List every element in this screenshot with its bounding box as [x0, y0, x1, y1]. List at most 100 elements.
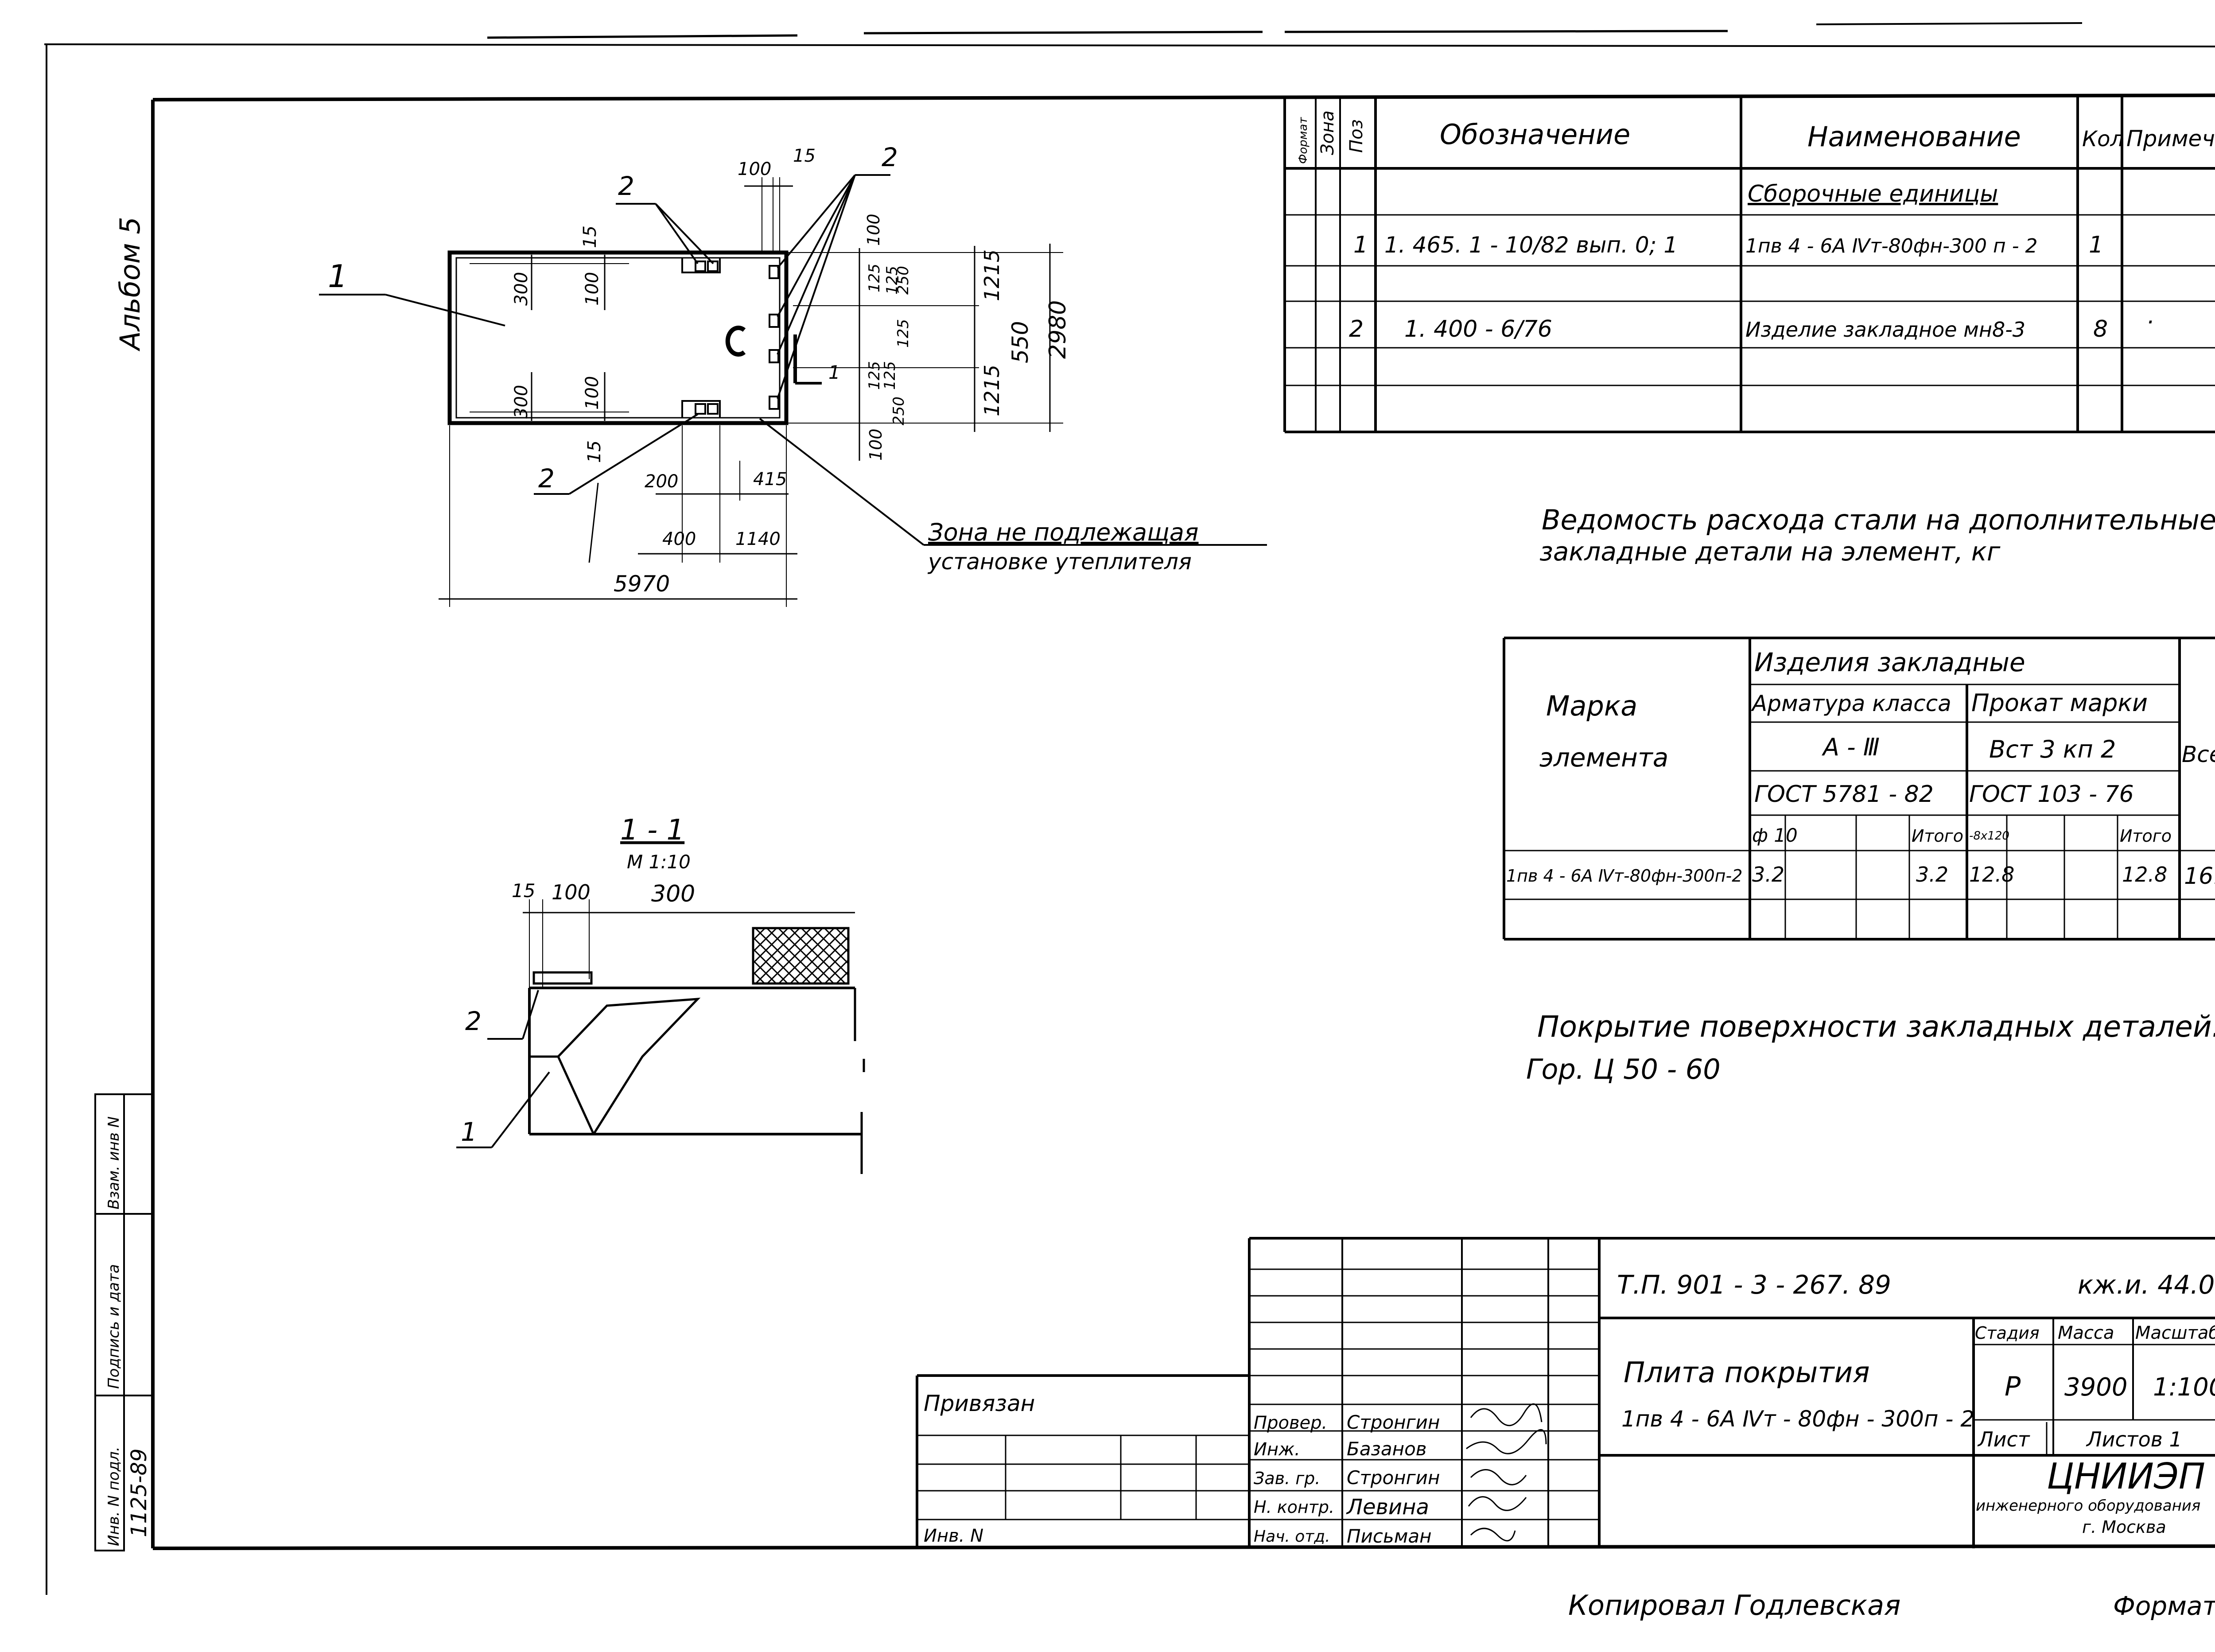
spec-row-designation: 1. 400 - 6/76: [1404, 316, 1552, 342]
album-label: Альбом 5: [114, 217, 146, 352]
plan-dim-300-b: 300: [511, 385, 532, 419]
plan-dim-r250-a: 250: [894, 266, 912, 295]
spec-header-zone: Зона: [1317, 110, 1338, 155]
plan-dim-r100-b: 100: [866, 428, 886, 461]
plan-section-mark: 1: [828, 361, 840, 383]
steel-header-rolled: Прокат марки: [1971, 689, 2148, 717]
section-title: 1 - 1: [620, 814, 684, 847]
plan-dim-r125-a: 125: [866, 264, 883, 292]
plan-dim-200: 200: [645, 471, 678, 492]
steel-row-itogo2: 12.8: [2122, 863, 2167, 886]
steel-title-line2: закладные детали на элемент, кг: [1539, 536, 2001, 567]
plan-dim-r125-c: 125: [894, 319, 912, 348]
spec-row-1: 1 1. 465. 1 - 10/82 вып. 0; 1 1пв 4 - 6А…: [1353, 232, 2103, 258]
steel-sub-itogo1: Итого: [1912, 826, 1963, 846]
spec-row-2: 2 1. 400 - 6/76 Изделие закладное мн8-3 …: [1349, 309, 2154, 342]
title-sheets-label: Листов 1: [2086, 1427, 2182, 1451]
title-doc-code: Т.П. 901 - 3 - 267. 89: [1617, 1270, 1891, 1300]
plan-dim-400: 400: [662, 529, 696, 549]
plan-dim-r550: 550: [1007, 321, 1033, 363]
role-label: Провер.: [1254, 1413, 1327, 1433]
steel-row-total: 16.0: [2184, 863, 2215, 890]
plan-dim-15-top: 15: [793, 146, 816, 166]
role-name: Стронгин: [1347, 1411, 1440, 1433]
left-strip-inv-podl: Инв. N подл.: [105, 1446, 123, 1546]
title-name-line2: 1пв 4 - 6А Ⅳт - 80фн - 300п - 2: [1621, 1406, 1974, 1432]
role-label: Н. контр.: [1254, 1497, 1334, 1517]
title-block-grid: [916, 1237, 2215, 1548]
plan-dim-1140: 1140: [735, 529, 781, 549]
title-stage: Р: [2005, 1371, 2021, 1402]
steel-row: 1пв 4 - 6А Ⅳт-80фн-300п-2 3.2 3.2 12.8 1…: [1506, 863, 2215, 890]
steel-sub-itogo2: Итого: [2120, 826, 2172, 846]
title-org-city: г. Москва: [2082, 1517, 2166, 1537]
role-label: Инж.: [1254, 1439, 1300, 1460]
plan-dim-5970: 5970: [614, 571, 670, 597]
steel-header-arm: Арматура класса: [1751, 691, 1951, 716]
spec-row-designation: 1. 465. 1 - 10/82 вып. 0; 1: [1384, 232, 1678, 258]
signature-scribbles: [1466, 1403, 1547, 1542]
title-roles: Провер. Стронгин Инж. Базанов Зав. гр. С…: [1254, 1411, 1440, 1547]
steel-header-total: Всего: [2182, 742, 2215, 767]
spec-row-pos: 1: [1353, 232, 1368, 258]
plan-dim-r2980: 2980: [1045, 300, 1071, 359]
role-label: Зав. гр.: [1254, 1469, 1320, 1488]
plan-dim-100-top: 100: [738, 159, 771, 179]
title-mass: 3900: [2064, 1373, 2128, 1402]
role-name: Базанов: [1347, 1438, 1427, 1460]
spec-table-grid: [1283, 97, 2215, 433]
plan-dim-r1215-b: 1215: [980, 365, 1004, 416]
steel-title-line1: Ведомость расхода стали на дополнительны…: [1542, 504, 2215, 536]
role-name: Стронгин: [1347, 1467, 1440, 1489]
plan-dim-r125-e: 125: [881, 361, 899, 390]
section-dim-15: 15: [512, 880, 535, 902]
steel-header-mark-l2: элемента: [1539, 742, 1668, 773]
spec-row-pos: 2: [1349, 316, 1364, 342]
left-strip: [94, 1093, 153, 1551]
plan-zone-note-line2: установке утеплителя: [927, 549, 1192, 575]
steel-row-itogo1: 3.2: [1916, 863, 1948, 886]
plan-zone-note-line1: Зона не подлежащая: [928, 518, 1199, 546]
title-scale-label: Масштаб: [2135, 1323, 2215, 1343]
section-scale: М 1:10: [627, 851, 691, 873]
title-org-name: ЦНИИЭП: [2047, 1456, 2205, 1497]
title-org-sub: инженерного оборудования: [1976, 1497, 2200, 1515]
spec-header-name: Наименование: [1807, 120, 2021, 153]
steel-row-phi10: 3.2: [1752, 863, 1784, 886]
steel-header-rolled-grade: Вст 3 кп 2: [1989, 735, 2116, 763]
plan-dim-r125-d: 125: [866, 361, 883, 390]
plan-dim-r1215-a: 1215: [980, 249, 1004, 301]
plan-dim-100-b: 100: [582, 376, 602, 410]
steel-table-grid: [1503, 637, 2215, 941]
title-sheet-label: Лист: [1977, 1427, 2030, 1451]
footer-format: Формат А3: [2113, 1591, 2215, 1621]
title-stage-label: Стадия: [1975, 1323, 2040, 1343]
title-mass-label: Масса: [2058, 1323, 2114, 1343]
spec-row-qty: 1: [2089, 232, 2103, 258]
section-dim-300: 300: [651, 881, 695, 907]
left-strip-vzam: Взам. инв N: [105, 1116, 123, 1209]
steel-sub-strip: -8х120: [1969, 829, 2009, 843]
spec-header-qty: Кол: [2082, 127, 2124, 152]
steel-header-arm-class: А - Ⅲ: [1822, 733, 1880, 761]
plan-dim-r125-b: 125: [883, 266, 901, 295]
steel-row-mark: 1пв 4 - 6А Ⅳт-80фн-300п-2: [1506, 866, 1742, 886]
plan-pos1-label: 1: [328, 258, 348, 295]
spec-row-name: 1пв 4 - 6А Ⅳт-80фн-300 п - 2: [1745, 235, 2038, 257]
steel-header-rolled-gost: ГОСТ 103 - 76: [1969, 781, 2134, 808]
spec-row-qty: 8: [2093, 316, 2108, 342]
left-strip-podpis: Подпись и дата: [105, 1264, 123, 1389]
plan-dim-415: 415: [753, 469, 787, 490]
plan-dim-100-a: 100: [582, 272, 602, 306]
title-privyazan: Привязан: [924, 1391, 1035, 1416]
steel-row-strip: 12.8: [1969, 863, 2014, 886]
spec-header-designation: Обозначение: [1440, 118, 1630, 151]
spec-header-pos: Поз: [1346, 119, 1367, 153]
title-inv-n: Инв. N: [924, 1526, 983, 1546]
steel-header-group: Изделия закладные: [1754, 647, 2025, 677]
section-pos2-label: 2: [465, 1006, 482, 1036]
plan-dim-15-left: 15: [580, 225, 600, 248]
role-label: Нач. отд.: [1254, 1528, 1330, 1546]
steel-sub-phi10: ф 10: [1752, 824, 1798, 846]
